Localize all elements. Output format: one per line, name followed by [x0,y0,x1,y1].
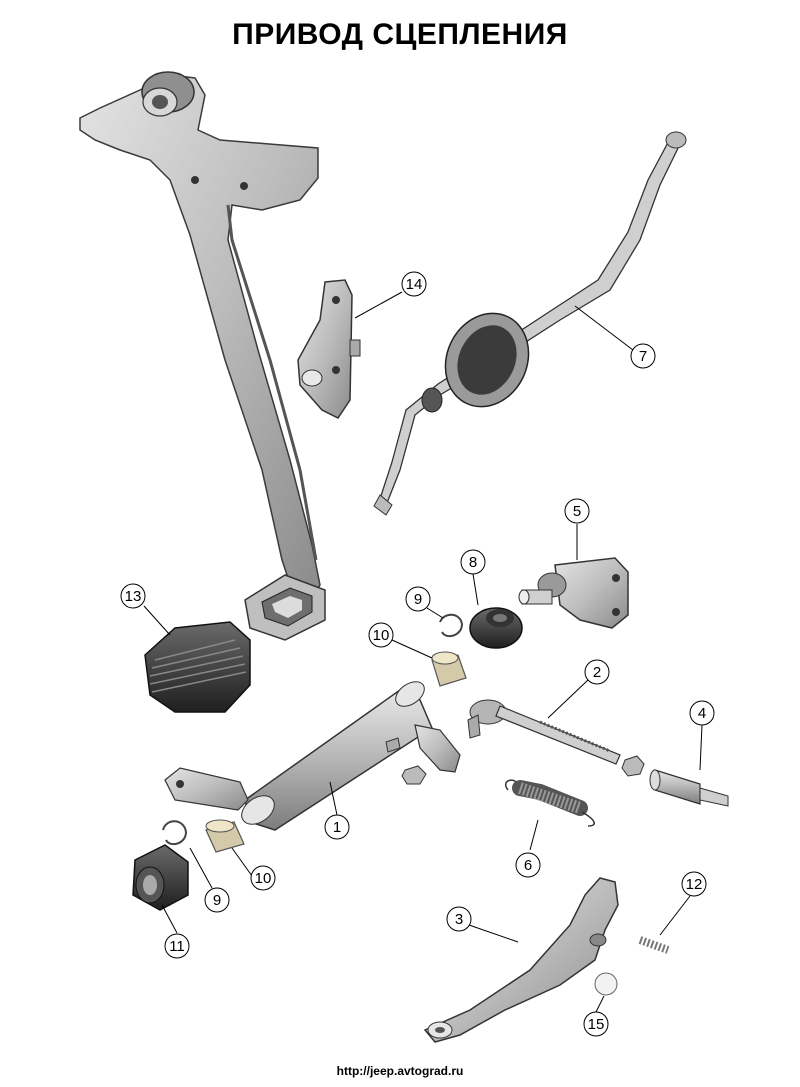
diagram-title: ПРИВОД СЦЕПЛЕНИЯ [232,18,568,51]
callout-10-lower-label: 10 [255,870,272,887]
bushing-sleeve-lower [205,819,245,853]
callout-15: 15 [583,1011,609,1037]
clutch-pedal-arm [79,71,321,601]
callout-6-label: 6 [524,857,532,874]
callout-9-upper: 9 [405,586,431,612]
callout-4: 4 [689,700,715,726]
callout-15-label: 15 [588,1016,605,1033]
callout-4-label: 4 [698,705,706,722]
callout-7: 7 [630,343,656,369]
pedal-pad-mount [244,574,326,641]
callout-9-lower-label: 9 [213,892,221,909]
callout-2: 2 [584,659,610,685]
callout-9-lower: 9 [204,887,230,913]
cross-shaft [164,681,461,831]
callout-9-upper-label: 9 [414,591,422,608]
callout-11-label: 11 [169,938,185,955]
callout-12: 12 [681,871,707,897]
callout-3-label: 3 [455,911,463,928]
rubber-mount [132,844,189,911]
push-rod [373,131,687,516]
callout-2-label: 2 [593,664,601,681]
callout-1: 1 [324,814,350,840]
pedal-bracket [297,279,361,419]
rubber-bushing [469,607,523,649]
callout-1-label: 1 [333,819,341,836]
source-url: http://jeep.avtograd.ru [336,1064,464,1078]
callout-10-lower: 10 [250,865,276,891]
hex-connector [649,769,729,807]
callout-10-upper-label: 10 [373,627,390,644]
callout-8: 8 [460,549,486,575]
callout-8-label: 8 [469,554,477,571]
bushing-sleeve-upper [431,651,467,687]
return-spring [505,779,595,827]
callout-13: 13 [120,583,146,609]
retaining-clip-upper [439,613,464,638]
callout-6: 6 [515,852,541,878]
callout-12-label: 12 [686,876,703,893]
callout-14: 14 [401,271,427,297]
callout-10-upper: 10 [368,622,394,648]
mounting-bracket [518,557,629,629]
spring-clip [638,936,670,954]
adjusting-rod [467,699,645,777]
callout-7-label: 7 [639,348,647,365]
callout-5: 5 [564,498,590,524]
pedal-pad-rubber [144,621,251,713]
callout-5-label: 5 [573,503,581,520]
pivot-ball [594,972,618,996]
release-fork [423,877,619,1043]
leader-lines [143,291,703,1013]
retaining-clip-lower [162,820,188,846]
callout-13-label: 13 [125,588,142,605]
callout-11: 11 [164,933,190,959]
callout-3: 3 [446,906,472,932]
callout-14-label: 14 [406,276,423,293]
